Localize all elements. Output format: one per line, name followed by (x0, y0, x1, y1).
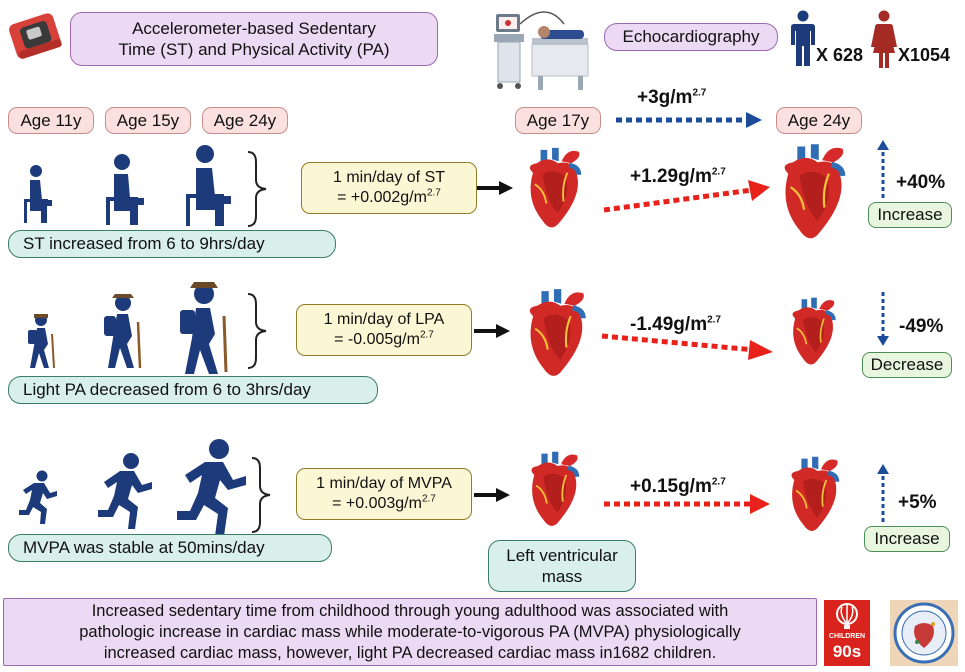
balloon-logo-icon: CHILDREN 90s (824, 600, 870, 666)
lpa-change-value: -1.49g/m (630, 314, 708, 335)
age-15-label: Age 15y (105, 107, 191, 134)
red-dashed-arrow (604, 494, 770, 514)
conclusion-box: Increased sedentary time from childhood … (3, 598, 817, 666)
conclusion-line-3: increased cardiac mass, however, light P… (103, 643, 717, 662)
lpa-effect-box: 1 min/day of LPA = -0.005g/m2.7 (296, 304, 472, 356)
heart-icon (525, 450, 581, 532)
conclusion-line-2: pathologic increase in cardiac mass whil… (79, 622, 741, 641)
st-change-value: +1.29g/m (630, 166, 712, 187)
overall-change-exponent: 2.7 (692, 87, 707, 99)
down-arrow-icon (877, 292, 889, 346)
st-effect-line2: = +0.002g/m (337, 189, 427, 206)
lv-mass-line1: Left ventricular (506, 546, 618, 565)
logo-text-line1: CHILDREN (828, 633, 866, 640)
up-arrow-icon (877, 464, 889, 524)
lpa-effect-line2: = -0.005g/m (334, 331, 420, 348)
lpa-change-label: -1.49g/m2.7 (630, 314, 721, 336)
mvpa-effect-line2: = +0.003g/m (332, 495, 422, 512)
st-effect-exponent: 2.7 (426, 187, 441, 199)
st-effect-line1: 1 min/day of ST (332, 169, 446, 186)
heart-icon (787, 296, 837, 370)
st-change-exponent: 2.7 (711, 166, 726, 178)
st-direction: Increase (868, 202, 952, 228)
lv-mass-line2: mass (541, 567, 583, 586)
study-title-box: Accelerometer-based Sedentary Time (ST) … (70, 12, 438, 66)
running-person-icon (98, 453, 152, 529)
male-count: X 628 (816, 45, 864, 65)
lpa-caption: Light PA decreased from 6 to 3hrs/day (8, 376, 378, 404)
mvpa-change-exponent: 2.7 (711, 476, 726, 488)
mvpa-change-value: +0.15g/m (630, 476, 712, 497)
overall-change-arrow (616, 112, 762, 128)
bracket-icon (247, 151, 267, 227)
heart-icon (776, 142, 848, 246)
running-person-icon (19, 470, 57, 524)
mvpa-effect-line1: 1 min/day of MVPA (316, 475, 452, 492)
age-17-label: Age 17y (515, 107, 601, 134)
st-effect-box: 1 min/day of ST = +0.002g/m2.7 (301, 162, 477, 214)
bracket-icon (247, 293, 267, 369)
arrow-right-icon (474, 324, 510, 338)
mvpa-change-label: +0.15g/m2.7 (630, 476, 726, 498)
st-caption: ST increased from 6 to 9hrs/day (8, 230, 336, 258)
mvpa-effect-box: 1 min/day of MVPA = +0.003g/m2.7 (296, 468, 472, 520)
sitting-person-icon (186, 145, 231, 226)
male-person-icon (791, 10, 815, 66)
hiking-person-icon (180, 282, 228, 374)
title-line-2: Time (ST) and Physical Activity (PA) (118, 40, 390, 59)
lpa-direction: Decrease (862, 352, 952, 378)
hiking-person-icon (28, 314, 55, 369)
arrow-right-icon (474, 488, 510, 502)
running-person-icon (177, 439, 246, 536)
up-arrow-icon (877, 140, 889, 200)
heart-icon (522, 146, 584, 234)
heart-icon (785, 455, 841, 537)
echocardiography-machine-icon (494, 11, 589, 90)
lpa-effect-line2-wrap: = -0.005g/m2.7 (324, 330, 445, 350)
st-change-label: +1.29g/m2.7 (630, 166, 726, 188)
age-11-label: Age 11y (8, 107, 94, 134)
overall-change-label: +3g/m2.7 (637, 87, 706, 109)
mvpa-direction: Increase (864, 526, 950, 552)
conclusion-line-1: Increased sedentary time from childhood … (91, 601, 729, 620)
sitting-person-icon (24, 165, 52, 223)
mvpa-effect-exponent: 2.7 (421, 493, 436, 505)
university-logo-icon (890, 600, 958, 666)
arrow-right-icon (477, 181, 513, 195)
lv-mass-label-box: Left ventricular mass (488, 540, 636, 592)
bracket-icon (251, 457, 271, 533)
st-effect-line2-wrap: = +0.002g/m2.7 (333, 188, 445, 208)
st-pct: +40% (896, 172, 946, 193)
lpa-effect-line1: 1 min/day of LPA (323, 311, 445, 328)
age-24-label-right: Age 24y (776, 107, 862, 134)
mvpa-pct: +5% (898, 492, 937, 513)
sitting-person-icon (106, 154, 144, 225)
echocardiography-label: Echocardiography (604, 23, 778, 51)
red-dashed-arrow (603, 180, 770, 213)
lpa-effect-exponent: 2.7 (419, 329, 434, 341)
accelerometer-icon (9, 13, 62, 59)
female-count: X1054 (898, 45, 951, 65)
logo-text-line2: 90s (832, 642, 862, 661)
age-24-label-left: Age 24y (202, 107, 288, 134)
title-line-1: Accelerometer-based Sedentary (132, 19, 376, 38)
lpa-pct: -49% (899, 316, 944, 337)
mvpa-effect-line2-wrap: = +0.003g/m2.7 (316, 494, 452, 514)
lpa-change-exponent: 2.7 (707, 314, 721, 326)
female-person-icon (871, 10, 897, 68)
mvpa-caption: MVPA was stable at 50mins/day (8, 534, 332, 562)
heart-icon (522, 287, 588, 383)
overall-change-value: +3g/m (637, 87, 693, 108)
hiking-person-icon (104, 294, 142, 369)
red-dashed-arrow (601, 333, 773, 360)
